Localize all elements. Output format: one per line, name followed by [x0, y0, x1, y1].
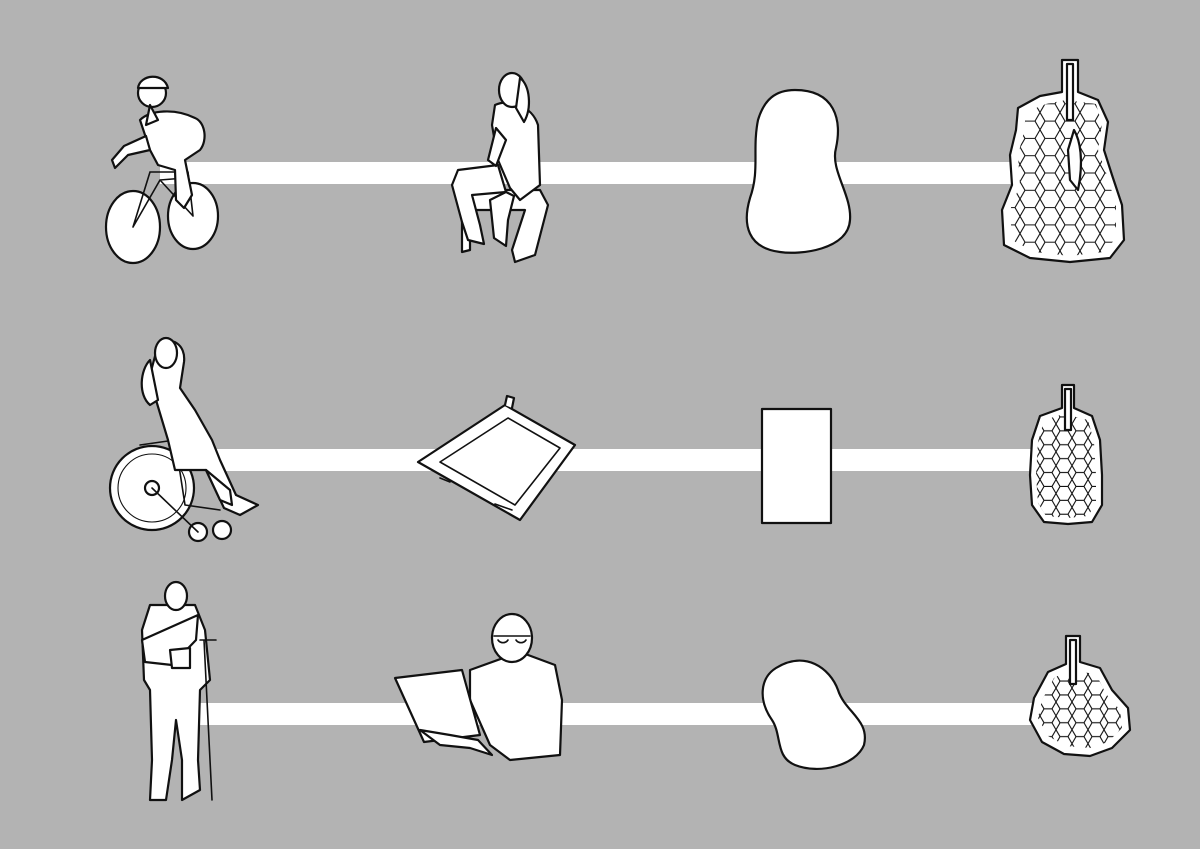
- rectangle-shape-icon: [760, 407, 833, 525]
- person-reading-icon: [393, 612, 564, 762]
- seat-cushion-icon: [416, 394, 577, 522]
- crutch-user-icon: [140, 580, 217, 802]
- person-on-stool-icon: [450, 71, 550, 264]
- hexagon-lattice-narrow-icon: [1028, 383, 1104, 526]
- row-2-band: [160, 449, 1060, 471]
- hexagon-lattice-tall-icon: [1000, 58, 1126, 264]
- row-3-band: [160, 703, 1060, 725]
- cyclist-icon: [104, 75, 220, 265]
- wheelchair-user-icon: [108, 336, 260, 543]
- hexagon-lattice-small-icon: [1028, 634, 1132, 758]
- blob-shape-icon: [761, 659, 867, 770]
- peanut-shape-icon: [745, 88, 852, 254]
- row-1-band: [160, 162, 1060, 184]
